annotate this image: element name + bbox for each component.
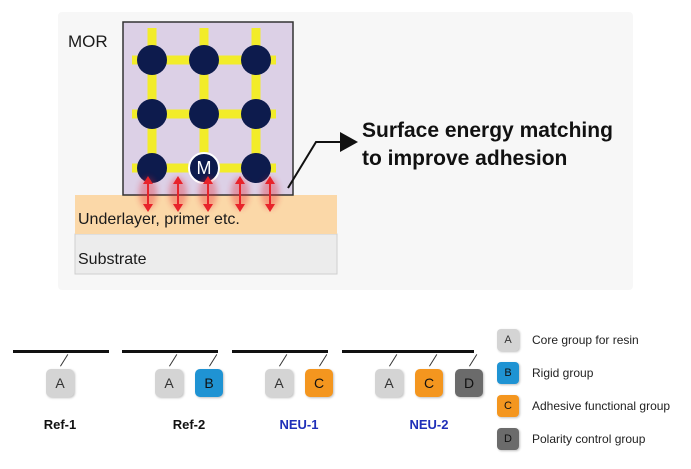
compound-name: Ref-2 <box>172 417 206 432</box>
backbone-line <box>232 350 328 353</box>
mor-node <box>137 153 167 183</box>
compound-name: Ref-1 <box>43 417 77 432</box>
group-box-a: A <box>375 369 403 397</box>
callout-line-1: Surface energy matching <box>362 119 613 142</box>
mor-node <box>241 153 271 183</box>
mor-node <box>137 45 167 75</box>
mor-node <box>189 99 219 129</box>
legend-swatch-b: B <box>497 362 519 384</box>
adhesion-arrows <box>139 176 279 212</box>
adhesion-callout: Surface energy matching to improve adhes… <box>362 117 613 173</box>
group-box-c: C <box>415 369 443 397</box>
double-arrow-icon <box>265 176 275 212</box>
legend-label: Core group for resin <box>532 333 639 347</box>
legend-swatch-c: C <box>497 395 519 417</box>
double-arrow-icon <box>173 176 183 212</box>
legend-label: Adhesive functional group <box>532 399 671 413</box>
double-arrow-icon <box>235 176 245 212</box>
group-box-d: D <box>455 369 483 397</box>
group-box-a: A <box>265 369 293 397</box>
double-arrow-icon <box>143 176 153 212</box>
double-arrow-icon <box>203 176 213 212</box>
underlayer-label: Underlayer, primer etc. <box>78 211 240 228</box>
legend-label: Polarity control group <box>532 432 646 446</box>
substrate-label: Substrate <box>78 251 147 268</box>
legend-swatch-d: D <box>497 428 519 450</box>
compound-name: NEU-2 <box>409 417 449 432</box>
legend-label: Rigid group <box>532 366 594 380</box>
callout-pointer <box>287 132 358 189</box>
mor-node <box>137 99 167 129</box>
mor-node <box>189 45 219 75</box>
metal-center-label: M <box>196 158 212 178</box>
backbone-line <box>122 350 218 353</box>
compound-name: NEU-1 <box>279 417 319 432</box>
group-box-a: A <box>155 369 183 397</box>
mor-node <box>241 99 271 129</box>
group-box-b: B <box>195 369 223 397</box>
mor-nodes <box>137 45 271 184</box>
substrate-layer <box>74 233 338 275</box>
backbone-line <box>342 350 474 353</box>
group-box-a: A <box>46 369 74 397</box>
callout-line-2: to improve adhesion <box>362 147 568 170</box>
legend-swatch-a: A <box>497 329 519 351</box>
mor-node <box>241 45 271 75</box>
backbone-line <box>13 350 109 353</box>
mor-label: MOR <box>68 32 108 51</box>
group-box-c: C <box>305 369 333 397</box>
